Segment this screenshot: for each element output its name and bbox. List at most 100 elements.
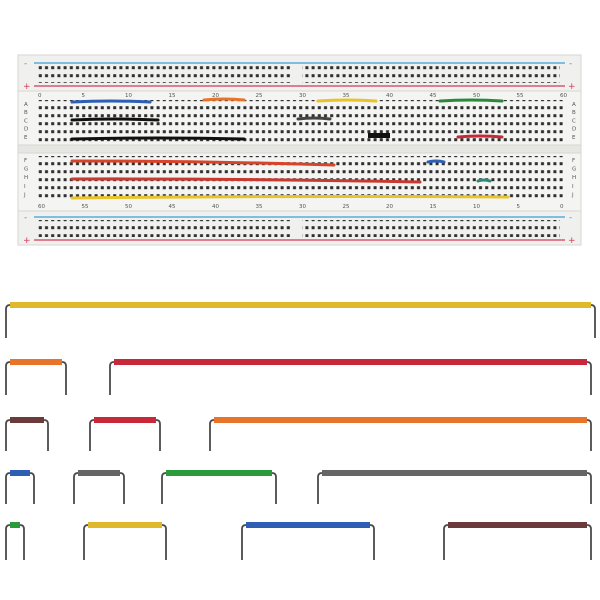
jumper-wire-leg bbox=[5, 524, 11, 560]
jumper-wire-leg bbox=[369, 524, 375, 560]
jumper-wire bbox=[317, 470, 592, 504]
row-letter: C bbox=[572, 118, 576, 124]
jumper-wire bbox=[161, 470, 277, 504]
jumper-wire-leg bbox=[586, 472, 592, 504]
jumper-wire-leg bbox=[586, 361, 592, 395]
row-letter: H bbox=[572, 175, 576, 181]
column-number-top: 5 bbox=[82, 93, 86, 99]
jumper-wire-leg bbox=[271, 472, 277, 504]
jumper-wire-leg bbox=[161, 472, 167, 504]
column-number-top: 10 bbox=[125, 93, 132, 99]
breadboard-wire bbox=[70, 177, 422, 184]
jumper-wire-leg bbox=[19, 524, 25, 560]
jumper-wire bbox=[83, 522, 167, 560]
jumper-wire-leg bbox=[5, 361, 11, 395]
jumper-wire-insulation bbox=[78, 470, 120, 476]
jumper-wire-insulation bbox=[88, 522, 162, 528]
column-number-top: 60 bbox=[560, 93, 567, 99]
row-letter: J bbox=[23, 192, 26, 198]
jumper-wire-insulation bbox=[10, 470, 30, 476]
jumper-wire-insulation bbox=[94, 417, 156, 423]
column-number-bottom: 30 bbox=[299, 204, 306, 210]
row-letter: A bbox=[572, 102, 576, 108]
jumper-wire bbox=[241, 522, 375, 560]
row-letter: I bbox=[572, 184, 574, 190]
jumper-wire-leg bbox=[586, 524, 592, 560]
breadboard-wire bbox=[70, 117, 160, 122]
jumper-wire-insulation bbox=[214, 417, 587, 423]
column-number-bottom: 50 bbox=[125, 204, 132, 210]
jumper-wire bbox=[209, 417, 592, 451]
row-letter: I bbox=[24, 184, 26, 190]
jumper-wire-leg bbox=[89, 419, 95, 451]
jumper-wire-leg bbox=[109, 361, 115, 395]
jumper-wire-leg bbox=[209, 419, 215, 451]
column-number-top: 30 bbox=[299, 93, 306, 99]
jumper-wire-insulation bbox=[246, 522, 370, 528]
jumper-wire-leg bbox=[155, 419, 161, 451]
row-letter: H bbox=[24, 175, 28, 181]
row-letter: B bbox=[572, 110, 576, 116]
jumper-wire-leg bbox=[443, 524, 449, 560]
jumper-wire-insulation bbox=[10, 522, 20, 528]
rail-plus-top-right: + bbox=[568, 82, 576, 92]
rail-plus-top-left: + bbox=[23, 82, 31, 92]
rail-minus-bottom-right: - bbox=[569, 213, 572, 223]
rail-minus-bottom-left: - bbox=[24, 213, 27, 223]
column-number-bottom: 55 bbox=[82, 204, 89, 210]
center-channel bbox=[17, 144, 582, 154]
row-letter: J bbox=[571, 192, 574, 198]
jumper-wire-leg bbox=[119, 472, 125, 504]
jumper-wire bbox=[5, 522, 25, 560]
breadboard-wire bbox=[438, 98, 504, 103]
jumper-wire bbox=[5, 470, 35, 504]
rail-plus-bottom-right: + bbox=[568, 236, 576, 246]
column-number-top: 40 bbox=[386, 93, 393, 99]
jumper-wire-leg bbox=[586, 419, 592, 451]
jumper-wire-insulation bbox=[10, 302, 591, 308]
column-number-top: 35 bbox=[343, 93, 350, 99]
column-number-top: 50 bbox=[473, 93, 480, 99]
column-number-top: 25 bbox=[256, 93, 263, 99]
rail-minus-top-right: - bbox=[569, 59, 572, 69]
column-number-top: 20 bbox=[212, 93, 219, 99]
breadboard-wire bbox=[202, 97, 246, 102]
row-letter: A bbox=[24, 102, 28, 108]
column-number-bottom: 40 bbox=[212, 204, 219, 210]
row-letter: G bbox=[24, 167, 28, 173]
column-number-top: 55 bbox=[517, 93, 524, 99]
column-number-bottom: 0 bbox=[560, 204, 564, 210]
row-letter: F bbox=[572, 158, 575, 164]
jumper-wire-leg bbox=[590, 304, 596, 338]
breadboard-wire bbox=[476, 178, 492, 183]
top-rail-holes-left bbox=[36, 65, 291, 83]
row-letter: E bbox=[572, 135, 576, 141]
jumper-wire-set bbox=[5, 302, 596, 560]
jumper-wire-insulation bbox=[10, 359, 62, 365]
jumper-wire bbox=[109, 359, 592, 395]
column-number-bottom: 15 bbox=[430, 204, 437, 210]
breadboard-wire bbox=[316, 98, 378, 103]
column-number-top: 45 bbox=[430, 93, 437, 99]
rail-minus-top-left: - bbox=[24, 59, 27, 69]
jumper-wire-insulation bbox=[448, 522, 587, 528]
jumper-wire bbox=[5, 417, 49, 451]
column-number-top: 0 bbox=[38, 93, 42, 99]
jumper-wire-leg bbox=[241, 524, 247, 560]
jumper-wire-leg bbox=[73, 472, 79, 504]
jumper-wire-insulation bbox=[166, 470, 272, 476]
breadboard-wire bbox=[70, 99, 152, 104]
column-number-bottom: 60 bbox=[38, 204, 45, 210]
row-letter: G bbox=[572, 167, 576, 173]
jumper-wire-leg bbox=[317, 472, 323, 504]
breadboard-wire bbox=[70, 194, 510, 200]
column-number-bottom: 45 bbox=[169, 204, 176, 210]
jumper-wire bbox=[5, 359, 67, 395]
bottom-rail-holes-right bbox=[302, 220, 560, 237]
breadboard-wire bbox=[426, 159, 446, 164]
row-letter: D bbox=[572, 127, 576, 133]
column-number-bottom: 10 bbox=[473, 204, 480, 210]
